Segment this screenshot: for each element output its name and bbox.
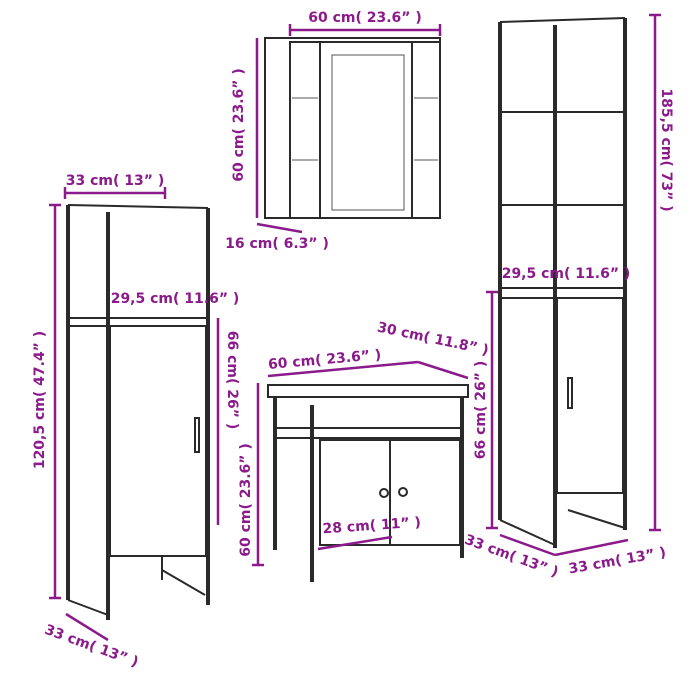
- left-cabinet-width-label: 33 cm( 13” ): [66, 173, 164, 189]
- left-cabinet-door-height-label: 66 cm( 26” ): [224, 331, 240, 429]
- sink-depth-label: 30 cm( 11.8” ): [376, 319, 490, 358]
- dimension-lines: [49, 13, 661, 642]
- mirror-cabinet-drawing: [264, 37, 441, 219]
- right-cabinet-height-label: 185,5 cm( 73” ): [658, 88, 674, 211]
- right-tall-cabinet-drawing: [498, 17, 627, 548]
- mirror-depth-label: 16 cm( 6.3” ): [225, 236, 329, 252]
- sink-cabinet-drawing: [267, 384, 469, 582]
- mirror-width-label: 60 cm( 23.6” ): [308, 10, 422, 26]
- right-cabinet-door-height-label: 66 cm( 26” ): [473, 361, 489, 459]
- sink-width-label: 60 cm( 23.6” ): [267, 347, 381, 373]
- sink-height-label: 60 cm( 23.6” ): [238, 443, 254, 557]
- left-cabinet-height-label: 120,5 cm( 47.4” ): [32, 331, 48, 469]
- sink-inner-width-label: 28 cm( 11” ): [322, 515, 421, 538]
- left-tall-cabinet-drawing: [66, 204, 210, 620]
- right-cabinet-inner-width-label: 29,5 cm( 11.6” ): [502, 266, 631, 282]
- mirror-height-label: 60 cm( 23.6” ): [231, 68, 247, 182]
- left-cabinet-inner-width-label: 29,5 cm( 11.6” ): [111, 291, 240, 307]
